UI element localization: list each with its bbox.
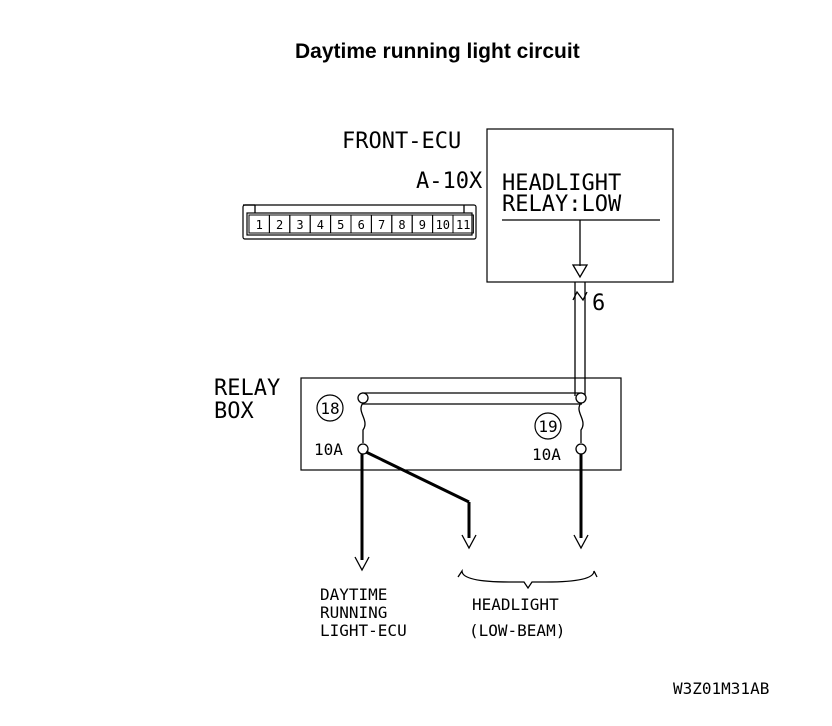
fuse-18: 18 10A [314,394,369,459]
ecu-output-wire: 6 [572,282,605,396]
connector-pin-number: 8 [398,218,405,232]
drl-ecu-label-line2: RUNNING [320,603,387,622]
connector-pin-number: 4 [317,218,324,232]
front-ecu-label: FRONT-ECU [342,129,461,154]
connector-pin: 8 [391,214,413,234]
connector-pin: 4 [309,214,332,234]
headlight-label-line1: HEADLIGHT [472,595,559,614]
drl-ecu-label-line3: LIGHT-ECU [320,621,407,640]
headlight-relay-label-line2: RELAY:LOW [502,192,622,217]
connector-pin-number: 9 [419,218,426,232]
headlight-relay-label-line1: HEADLIGHT [502,171,621,196]
connector-pin: 6 [350,214,372,234]
headlight-label-line2: (LOW-BEAM) [469,621,565,640]
connector-id-label: A-10X [416,169,483,194]
connector-pin: 9 [411,214,434,234]
connector-pin-number: 1 [256,218,263,232]
ecu-pin-number: 6 [592,291,605,316]
connector-pin-number: 3 [296,218,303,232]
fuse-18-rating: 10A [314,440,343,459]
fuse-19-id: 19 [538,417,557,436]
connector-pin: 7 [370,214,393,234]
fuse-18-id: 18 [320,399,339,418]
relay-box-label-line2: BOX [214,399,254,424]
fuse-19: 19 10A [532,402,587,464]
connector-pin-number: 5 [337,218,344,232]
connector-pin: 1 [248,214,270,234]
relay-box: 18 10A 19 10A [300,377,622,471]
connector-pin-number: 7 [378,218,385,232]
connector-pin-number: 10 [436,218,450,232]
drl-ecu-label-line1: DAYTIME [320,585,387,604]
connector-pin: 5 [330,214,352,234]
output-wires [354,450,589,572]
connector-pin: 2 [268,214,291,234]
front-ecu-box: HEADLIGHT RELAY:LOW [486,128,674,283]
connector-pin: 11 [452,214,474,234]
connector-pin-number: 11 [456,218,470,232]
fuse-19-rating: 10A [532,445,561,464]
relay-box-label-line1: RELAY [214,376,280,401]
connector-pin-number: 6 [358,218,365,232]
headlight-bracket [457,568,598,590]
figure-code: W3Z01M31AB [673,679,769,698]
page-title: Daytime running light circuit [295,40,580,63]
connector-pin-number: 2 [276,218,283,232]
connector-pin: 10 [432,214,454,234]
connector-pin: 3 [289,214,311,234]
